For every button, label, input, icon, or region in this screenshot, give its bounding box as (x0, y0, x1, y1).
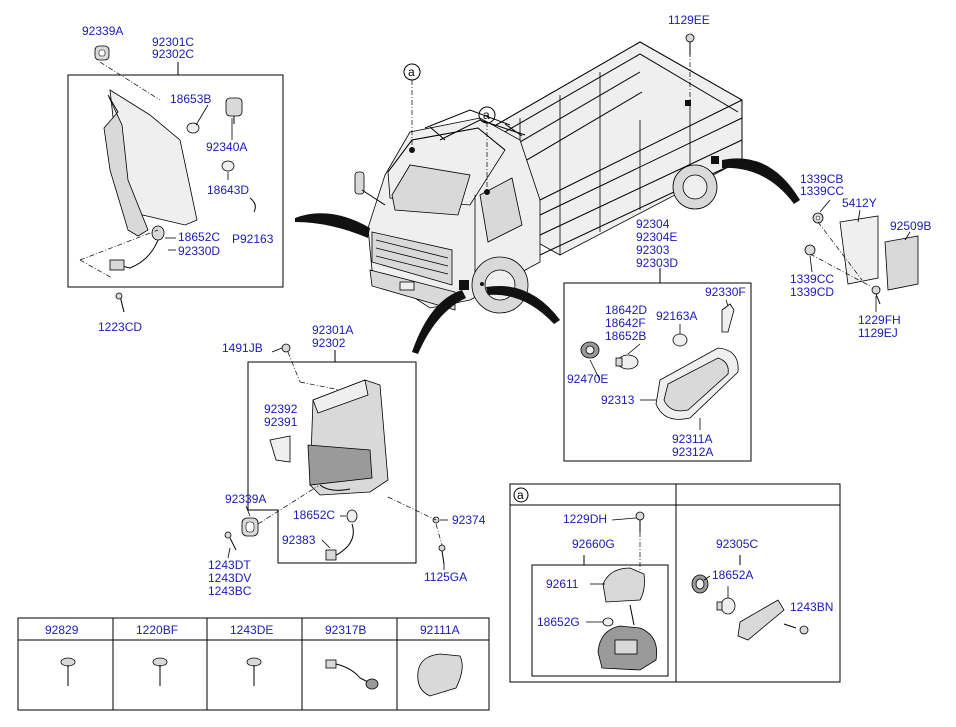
label-1243bc: 1243BC (208, 584, 252, 598)
label-92305c: 92305C (716, 537, 758, 551)
label-p92163: P92163 (232, 232, 274, 246)
truck-illustration (295, 41, 800, 354)
label-92611: 92611 (546, 577, 579, 591)
label-92383: 92383 (282, 533, 316, 547)
fastener-table (17, 617, 490, 711)
screw-1129ee (685, 33, 695, 55)
label-18652c-top: 18652C (178, 230, 220, 244)
label-1243bn: 1243BN (790, 600, 833, 614)
label-92339a-top: 92339A (82, 24, 123, 38)
label-92313: 92313 (601, 393, 635, 407)
label-18652g: 18652G (537, 615, 580, 629)
leader-lines (195, 104, 911, 623)
label-1243dv: 1243DV (208, 571, 251, 585)
label-1125ga: 1125GA (424, 570, 467, 584)
label-92340a: 92340A (206, 140, 247, 154)
table-header-5: 92111A (420, 623, 460, 637)
label-1243dt: 1243DT (208, 558, 251, 572)
callout-a-2: a (483, 108, 490, 122)
label-1229fh: 1229FH (858, 313, 901, 327)
label-92312a: 92312A (672, 445, 713, 459)
label-1339cc-a: 1339CC (800, 184, 844, 198)
label-92302c: 92302C (152, 47, 194, 61)
label-18643d: 18643D (207, 183, 249, 197)
label-92304e: 92304E (636, 230, 677, 244)
label-92330f: 92330F (705, 285, 746, 299)
label-1339cd: 1339CD (790, 285, 834, 299)
label-5412y: 5412Y (842, 196, 877, 210)
screw-92829-icon (60, 657, 76, 686)
label-18642f: 18642F (605, 316, 646, 330)
side-marker-lamp-group (224, 343, 446, 565)
lens-92111a-icon (417, 653, 463, 697)
label-92301c: 92301C (152, 35, 194, 49)
label-18642d: 18642D (605, 303, 647, 317)
label-1223cd: 1223CD (98, 320, 142, 334)
label-92303: 92303 (636, 243, 670, 257)
label-1339cb: 1339CB (800, 172, 843, 186)
license-plate-group (804, 212, 919, 305)
label-92302: 92302 (312, 336, 346, 350)
front-combination-lamp-group (67, 45, 284, 313)
rear-combination-lamp-group (563, 268, 752, 462)
label-92303d: 92303D (636, 256, 678, 270)
label-92392: 92392 (264, 402, 298, 416)
label-92470e: 92470E (567, 372, 608, 386)
label-1129ee: 1129EE (668, 13, 710, 27)
label-92301a: 92301A (312, 323, 353, 337)
detail-a-box (509, 483, 841, 683)
label-92374: 92374 (452, 513, 486, 527)
callout-a-box: a (517, 488, 524, 502)
table-header-3: 1243DE (230, 623, 273, 637)
label-92509b: 92509B (890, 219, 931, 233)
table-header-2: 1220BF (136, 623, 178, 637)
label-92311a: 92311A (672, 432, 712, 446)
label-18652b: 18652B (605, 329, 646, 343)
label-1129ej: 1129EJ (858, 326, 898, 340)
label-92163a: 92163A (656, 309, 697, 323)
callout-a-1: a (408, 65, 415, 79)
harness-92317b-icon (325, 659, 379, 690)
screw-1243de-icon (246, 657, 262, 686)
label-18653b: 18653B (170, 92, 211, 106)
label-1491jb: 1491JB (222, 341, 263, 355)
label-92304: 92304 (636, 217, 670, 231)
label-18652c-mid: 18652C (293, 508, 335, 522)
label-1339cc-b: 1339CC (790, 272, 834, 286)
table-header-1: 92829 (45, 623, 79, 637)
table-header-4: 92317B (325, 623, 366, 637)
label-18652a: 18652A (712, 568, 753, 582)
label-92391: 92391 (264, 415, 298, 429)
label-92660g: 92660G (572, 537, 615, 551)
label-1229dh: 1229DH (563, 512, 607, 526)
label-92339a-mid: 92339A (225, 492, 266, 506)
screw-1220bf-icon (152, 657, 168, 686)
label-92330d: 92330D (178, 244, 220, 258)
part-labels: 92339A 92301C 92302C 18653B 92340A 18643… (45, 13, 931, 637)
